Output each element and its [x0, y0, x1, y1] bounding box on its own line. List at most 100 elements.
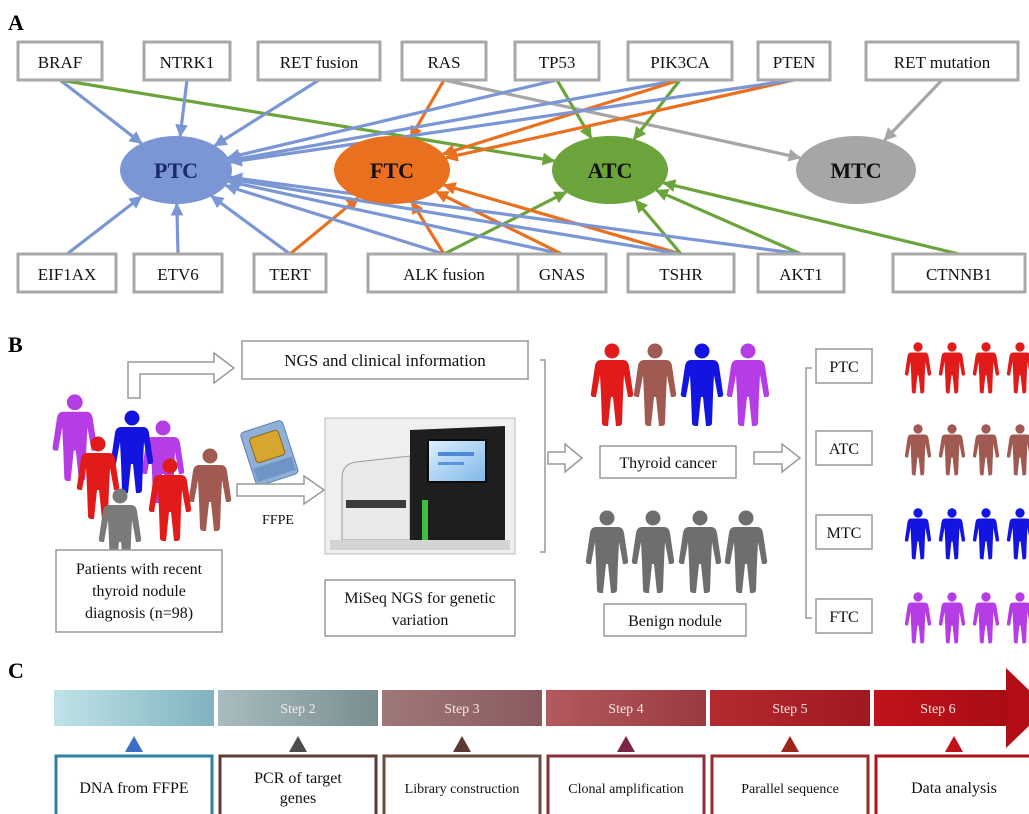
step-description-box	[54, 754, 214, 814]
gene-box	[132, 252, 224, 294]
miseq-text-2: variation	[392, 612, 449, 629]
gene-label: RAS	[427, 53, 460, 72]
gene-label: RET mutation	[894, 53, 991, 72]
gene-box	[891, 252, 1027, 294]
step-description-box	[218, 754, 378, 814]
patient-figure	[188, 448, 232, 531]
subtype-figure	[904, 424, 932, 476]
subtype-figure	[1006, 508, 1029, 560]
cancer-label: PTC	[154, 158, 198, 183]
cancer-figure	[726, 343, 770, 426]
gene-box	[400, 40, 488, 82]
subtype-label: FTC	[829, 609, 858, 626]
cancer-node	[796, 136, 916, 204]
subtype-figure	[938, 508, 966, 560]
cancer-node	[120, 136, 232, 204]
pipeline-step-label: Step 2	[280, 702, 315, 717]
gene-label: TERT	[269, 265, 311, 284]
gene-box	[256, 40, 382, 82]
gene-label: TP53	[539, 53, 576, 72]
subtype-box	[815, 430, 873, 466]
step-description: genes	[280, 790, 316, 807]
cancer-node	[552, 136, 668, 204]
association-edge	[655, 188, 802, 256]
benign-figure	[631, 510, 675, 593]
cancer-label: MTC	[830, 158, 881, 183]
association-edge	[227, 177, 563, 256]
gene-box	[756, 252, 846, 294]
pipeline-arrowhead	[1006, 668, 1029, 748]
panel-label-a: A	[8, 10, 24, 35]
hollow-arrow-to-groups	[547, 442, 584, 474]
pipeline-step-label: Step 6	[920, 702, 955, 717]
hollow-arrow-to-ngs	[127, 351, 236, 399]
gene-label: ALK fusion	[403, 265, 485, 284]
gene-label: ETV6	[157, 265, 199, 284]
pipeline-step-bar	[218, 690, 378, 726]
subtype-figure	[972, 592, 1000, 644]
gene-label: RET fusion	[280, 53, 359, 72]
ffpe-block-image	[240, 420, 299, 486]
cancer-figure	[633, 343, 677, 426]
ngs-clinical-box	[241, 340, 529, 380]
pipeline-step-bar	[54, 690, 214, 726]
step-description-box	[382, 754, 542, 814]
step-marker	[617, 736, 635, 752]
gene-box	[626, 40, 734, 82]
gene-label: EIF1AX	[38, 265, 97, 284]
gene-label: CTNNB1	[926, 265, 992, 284]
hollow-arrow-to-subtypes	[753, 442, 802, 474]
step-description: Clonal amplification	[568, 782, 683, 797]
gene-label: TSHR	[659, 265, 703, 284]
step-marker	[781, 736, 799, 752]
subtype-label: ATC	[829, 441, 859, 458]
ngs-clinical-text: NGS and clinical information	[284, 351, 486, 370]
subtype-figure	[938, 592, 966, 644]
subtype-figure	[972, 424, 1000, 476]
association-edge	[213, 78, 320, 147]
gene-label: BRAF	[38, 53, 82, 72]
association-edge	[443, 190, 568, 256]
association-edge	[229, 172, 802, 256]
gene-box	[513, 40, 601, 82]
gene-box	[16, 252, 118, 294]
gene-label: PTEN	[773, 53, 816, 72]
miseq-box	[324, 579, 516, 637]
miseq-instrument-image	[324, 417, 516, 555]
gene-box	[16, 40, 104, 82]
subtype-figure	[972, 508, 1000, 560]
association-edge	[210, 194, 291, 256]
association-edge	[441, 78, 681, 157]
subtype-box	[815, 348, 873, 384]
subtype-figure	[938, 342, 966, 394]
step-description-box	[546, 754, 706, 814]
gene-box	[864, 40, 1020, 82]
benign-figure	[678, 510, 722, 593]
subtype-box	[815, 598, 873, 634]
step-description: PCR of target	[254, 770, 342, 787]
patients-text-1: Patients with recent	[76, 561, 203, 578]
association-edge	[170, 202, 184, 255]
subtype-bracket	[805, 367, 812, 619]
subtype-box	[815, 514, 873, 550]
association-edge	[444, 78, 795, 162]
workflow-panel: NGS and clinical information FFPE	[52, 340, 1029, 644]
gene-box	[626, 252, 736, 294]
merge-bracket	[540, 359, 546, 553]
cancer-node	[334, 136, 450, 204]
association-edge	[883, 78, 944, 142]
gene-box	[366, 252, 522, 294]
subtype-figure	[904, 592, 932, 644]
benign-nodule-text: Benign nodule	[628, 613, 722, 630]
cancer-label: ATC	[588, 158, 633, 183]
step-marker	[453, 736, 471, 752]
patients-text-2: thyroid nodule	[92, 583, 186, 600]
subtype-figure	[972, 342, 1000, 394]
ffpe-label: FFPE	[262, 513, 294, 528]
patients-crowd	[52, 394, 232, 571]
step-description-box	[874, 754, 1029, 814]
